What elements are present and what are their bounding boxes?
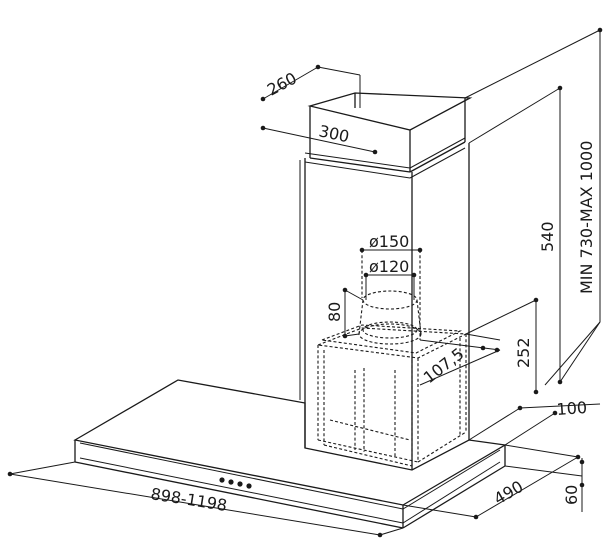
hood-canopy <box>73 379 507 529</box>
dim-overall-link <box>559 321 601 383</box>
duct-band-upper <box>304 152 411 169</box>
dim-107-dot-b <box>494 347 500 353</box>
dim-100-dot-b <box>552 410 558 416</box>
dim-260-dot-b <box>315 64 321 70</box>
dim-overall-top-ext <box>464 29 601 99</box>
collar-left <box>358 299 364 335</box>
canopy-side-trim-lower <box>402 461 501 524</box>
control-button-1 <box>219 477 225 483</box>
dim-overall-dot-a <box>597 27 603 33</box>
dim-300-dot-a <box>260 125 266 131</box>
dim-width-dot-a <box>7 471 13 477</box>
duct-band-lower <box>304 161 411 179</box>
control-button-3 <box>237 481 243 487</box>
label-collar-height: 80 <box>325 302 344 322</box>
dim-width-line <box>9 473 381 536</box>
label-duct-depth: 260 <box>264 68 300 99</box>
label-motor-box-height: 252 <box>514 337 533 368</box>
label-outlet-inner-diameter: ø120 <box>369 257 409 276</box>
label-hood-thickness: 60 <box>562 485 581 505</box>
dim-d120-dot-a <box>363 272 369 278</box>
dim-107-ext-a <box>419 339 501 351</box>
dim-60-ext <box>504 465 583 477</box>
dim-107-dot-a <box>480 345 486 351</box>
dim-252-dot-b <box>533 389 539 395</box>
dim-490-ext-b <box>504 444 579 458</box>
dim-d150-dot-b <box>417 247 423 253</box>
control-button-4 <box>246 483 252 489</box>
dim-252-dot-a <box>533 297 539 303</box>
control-button-2 <box>228 479 234 485</box>
dim-80-dot-a <box>342 287 348 293</box>
dim-100-ext-a <box>468 407 521 441</box>
dim-107-line <box>419 349 501 386</box>
dim-260-dot-a <box>260 96 266 102</box>
dimension-labels: 260 300 ø150 ø120 80 540 MIN 730-MAX 100… <box>149 68 596 515</box>
dim-100-ext-b <box>504 412 556 446</box>
dim-width-dot-b <box>377 532 383 538</box>
canopy-bottom-front <box>74 461 404 529</box>
dim-100-line <box>519 403 601 409</box>
control-buttons <box>219 477 252 489</box>
motor-bottom-front <box>317 439 419 463</box>
motor-bottom-front-inner <box>323 444 413 467</box>
outlet-collar-top <box>362 290 418 310</box>
label-hood-depth: 490 <box>491 477 527 509</box>
dim-490-line <box>475 456 579 518</box>
dim-260-line <box>262 66 319 100</box>
motor-bottom-side <box>417 431 467 463</box>
dim-overall-bottom-ext <box>544 321 601 386</box>
motor-top-inner <box>321 324 463 354</box>
dim-300-line <box>262 127 376 153</box>
dim-80-ext-a <box>344 289 364 301</box>
duct-joint-front <box>309 157 411 173</box>
duct-band-side-lower <box>409 147 466 179</box>
canopy-bottom-side <box>402 465 506 529</box>
dim-107-ext-b <box>465 333 501 341</box>
canopy-side-trim-upper <box>402 449 501 510</box>
label-hood-width-range: 898-1198 <box>149 484 228 515</box>
outlet-collar-inner <box>362 321 418 339</box>
dim-60-dot-b <box>579 482 585 488</box>
duct-joint-side <box>409 141 466 173</box>
dim-540-dot-a <box>557 85 563 91</box>
dim-490-dot-b <box>575 454 581 460</box>
dim-width-ext-a <box>9 461 76 475</box>
dim-100-dot-a <box>517 405 523 411</box>
dim-540-top-ext <box>468 87 561 144</box>
dim-80-dot-b <box>342 333 348 339</box>
label-wall-offset: 100 <box>556 398 588 419</box>
dim-260-ext-a <box>317 66 361 76</box>
dim-300-dot-b <box>372 149 378 155</box>
label-duct-width: 300 <box>317 121 351 146</box>
dim-252-top-ext <box>465 299 537 335</box>
label-overall-height-range: MIN 730-MAX 1000 <box>577 141 596 294</box>
motor-cross <box>329 419 411 441</box>
canopy-top-face <box>73 379 507 506</box>
chimney-duct <box>299 92 473 470</box>
label-chimney-height: 540 <box>538 221 557 252</box>
dim-width-ext-b <box>379 527 404 536</box>
canopy-trim-lower <box>79 457 404 524</box>
dim-490-ext-a <box>402 504 477 518</box>
duct-top-face <box>307 92 473 131</box>
dimension-lines <box>7 27 603 538</box>
dim-d150-dot-a <box>359 247 365 253</box>
dim-80-ext-b <box>344 333 360 337</box>
dim-d120-dot-b <box>411 272 417 278</box>
canopy-trim-upper <box>79 442 404 510</box>
duct-band-side-upper <box>409 137 466 169</box>
dim-490-dot-a <box>473 514 479 520</box>
label-outlet-outer-diameter: ø150 <box>369 232 409 251</box>
dim-60-dot-a <box>579 459 585 465</box>
